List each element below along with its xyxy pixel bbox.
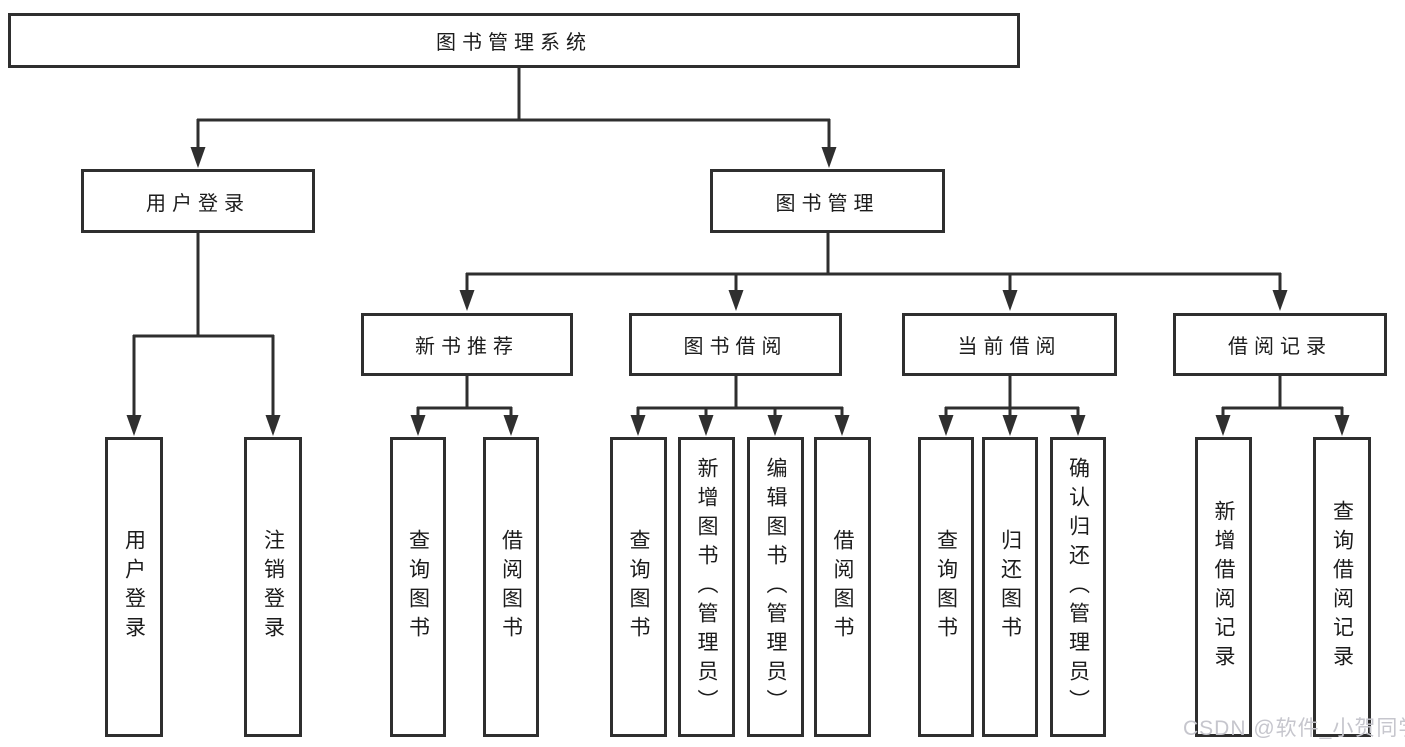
node-borrowing-records: 借阅记录 [1173,313,1387,376]
watermark: CSDN @软件_小贺同学 [1183,717,1405,740]
leaf-query-books-current: 查询图书 [918,437,974,737]
leaf-edit-book-admin: 编辑图书（管理员） [747,437,804,737]
leaf-borrow-books-recommend: 借阅图书 [483,437,539,737]
leaf-user-login: 用户登录 [105,437,163,737]
node-new-book-recommend: 新书推荐 [361,313,573,376]
leaf-query-borrow-record: 查询借阅记录 [1313,437,1371,737]
leaf-borrow-books-borrowing: 借阅图书 [814,437,871,737]
leaf-return-book: 归还图书 [982,437,1038,737]
leaf-add-borrow-record: 新增借阅记录 [1195,437,1252,737]
node-user-login: 用户登录 [81,169,315,233]
node-root: 图书管理系统 [8,13,1020,68]
node-book-management: 图书管理 [710,169,945,233]
leaf-add-book-admin: 新增图书（管理员） [678,437,735,737]
leaf-logout: 注销登录 [244,437,302,737]
node-book-borrowing: 图书借阅 [629,313,842,376]
node-current-borrowing: 当前借阅 [902,313,1117,376]
leaf-query-books-recommend: 查询图书 [390,437,446,737]
leaf-confirm-return-admin: 确认归还（管理员） [1050,437,1106,737]
leaf-query-books-borrowing: 查询图书 [610,437,667,737]
